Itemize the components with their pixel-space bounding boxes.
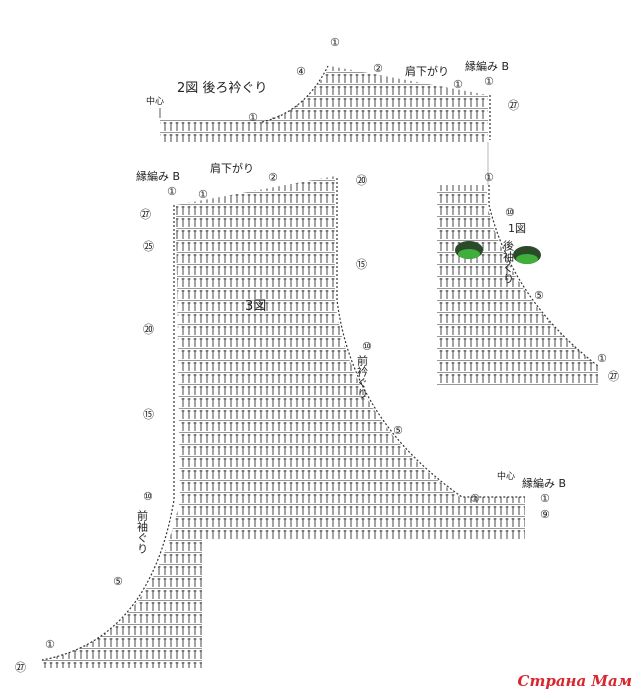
fig3-center-label: 中心 [497, 470, 515, 482]
fig3-mark: ㉗ [140, 208, 151, 221]
fig3-neck-edge [336, 178, 525, 498]
fig2-mark: ① [484, 75, 494, 88]
fig2-stitch-area [160, 66, 488, 142]
fig3-title: 3図 [245, 299, 266, 314]
fig2-mark: ① [330, 36, 340, 49]
fig3-mark: ⑩ [362, 340, 372, 353]
watermark: Страна Мам [517, 672, 632, 690]
fig3-mark: ⑳ [143, 323, 154, 336]
fig1-mark: ⑩ [505, 206, 515, 219]
eye-decoration [458, 249, 480, 259]
fig1-armhole-edge [488, 185, 599, 367]
fig2-mark: ② [373, 62, 383, 75]
fig1-armhole-label: 後袖ぐり [502, 239, 515, 284]
fig3-mark: ① [470, 492, 480, 505]
fig3-shoulder-label: 肩下がり [210, 161, 254, 175]
figure-3-front: 縁編み B 肩下がり 3図 前衿ぐり 前袖ぐり 中心 縁編み B ① ① ② ⑳… [15, 161, 566, 674]
fig3-mark: ① [540, 492, 550, 505]
fig2-mark: ㉗ [508, 99, 519, 112]
fig3-mark: ⑨ [540, 508, 550, 521]
fig3-mark: ① [45, 638, 55, 651]
fig3-mark: ② [268, 171, 278, 184]
fig2-shoulder-label: 肩下がり [405, 64, 449, 78]
fig2-mark: ④ [296, 65, 306, 78]
fig1-mark: ① [484, 171, 494, 184]
fig2-title: 2図 後ろ衿ぐり [177, 81, 267, 96]
fig2-center-label: 中心 [146, 95, 164, 107]
fig3-edging-right-label: 縁編み B [522, 476, 566, 490]
fig2-edging-label: 縁編み B [465, 59, 509, 73]
fig3-armhole-edge [41, 205, 175, 661]
fig1-mark: ㉗ [608, 370, 619, 383]
fig3-mark: ⑤ [113, 575, 123, 588]
fig2-mark: ① [453, 78, 463, 91]
fig3-mark: ⑳ [356, 174, 367, 187]
fig3-edging-top-label: 縁編み B [136, 169, 180, 183]
fig3-stitch-area [42, 176, 525, 668]
fig1-stitch-area [437, 185, 598, 385]
figure-2-back-neckline: 2図 後ろ衿ぐり 中心 肩下がり 縁編み B ① ④ ② ① ① ① ㉗ [146, 36, 519, 185]
figure-1-back-armhole: ⑩ 1図 後袖ぐり ⑤ ① ㉗ ① [437, 171, 619, 385]
fig2-neck-edge [261, 65, 329, 123]
fig2-mark: ① [248, 111, 258, 124]
fig3-mark: ⑮ [143, 408, 154, 421]
fig3-mark: ⑩ [143, 490, 153, 503]
fig3-mark: ① [198, 188, 208, 201]
fig1-mark: ⑤ [534, 289, 544, 302]
eye-decoration [516, 254, 538, 264]
fig3-armhole-label: 前袖ぐり [136, 509, 149, 554]
fig3-mark: ⑮ [356, 258, 367, 271]
fig3-mark: ㉗ [15, 661, 26, 674]
fig1-mark: ① [597, 352, 607, 365]
fig3-mark: ㉕ [143, 240, 154, 253]
fig1-title: 1図 [508, 222, 526, 235]
fig3-mark: ⑤ [393, 424, 403, 437]
fig3-neck-label: 前衿ぐり [356, 354, 369, 399]
fig3-mark: ① [167, 185, 177, 198]
